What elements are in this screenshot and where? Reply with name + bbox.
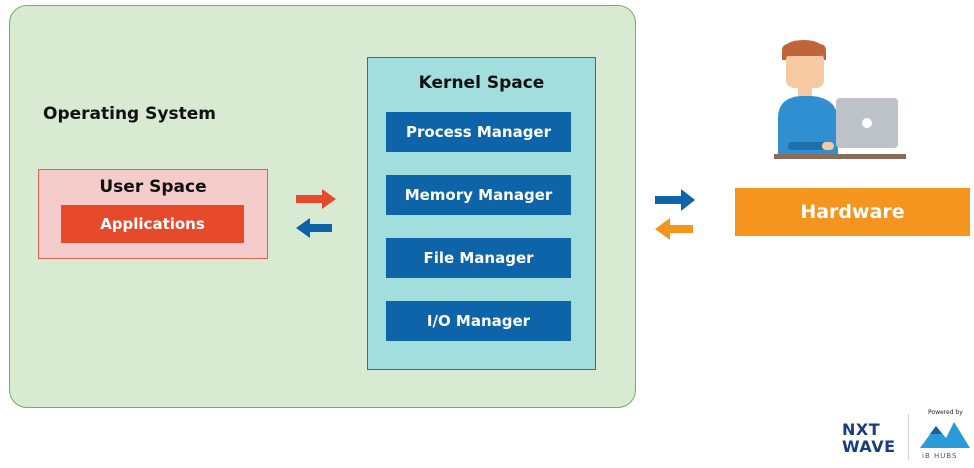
- io-manager-block: I/O Manager: [386, 301, 571, 341]
- brand-divider: [908, 414, 909, 460]
- powered-by-label: Powered by: [928, 409, 963, 416]
- arrow-right-icon: [655, 189, 695, 211]
- arrow-left-icon: [296, 218, 332, 238]
- arrow-right-icon: [296, 189, 336, 209]
- applications-block: Applications: [61, 205, 244, 243]
- file-manager-block: File Manager: [386, 238, 571, 278]
- logo-wave-text: WAVE: [842, 437, 896, 456]
- hardware-block: Hardware: [735, 188, 970, 236]
- kernel-space-title: Kernel Space: [418, 73, 545, 93]
- memory-manager-block: Memory Manager: [386, 175, 571, 215]
- process-manager-block: Process Manager: [386, 112, 571, 152]
- logo-nxt-text: NXT: [842, 420, 881, 439]
- person-with-laptop-icon: [774, 40, 906, 159]
- nxtwave-logo: NXT WAVE: [842, 421, 896, 455]
- ib-hubs-mountain-icon: [920, 422, 970, 448]
- user-kernel-arrows-icon: [296, 189, 336, 238]
- operating-system-title: Operating System: [43, 104, 216, 124]
- ib-hubs-label: iB HUBS: [922, 452, 958, 460]
- user-space-title: User Space: [99, 177, 207, 197]
- os-hardware-arrows-icon: [655, 189, 695, 240]
- arrow-left-icon: [655, 218, 693, 240]
